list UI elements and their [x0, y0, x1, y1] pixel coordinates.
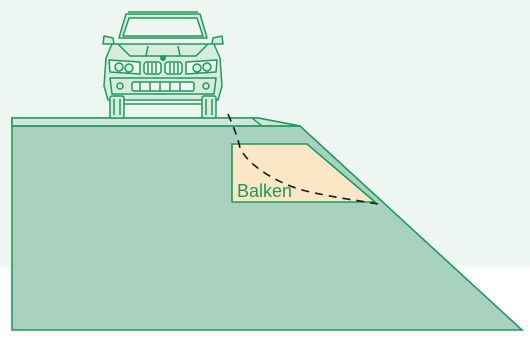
road-curb-mark — [251, 117, 263, 127]
failure-curve — [227, 113, 379, 205]
balken-area — [231, 143, 378, 203]
balken-label: Balken — [237, 181, 292, 201]
car-front-icon — [102, 11, 224, 119]
